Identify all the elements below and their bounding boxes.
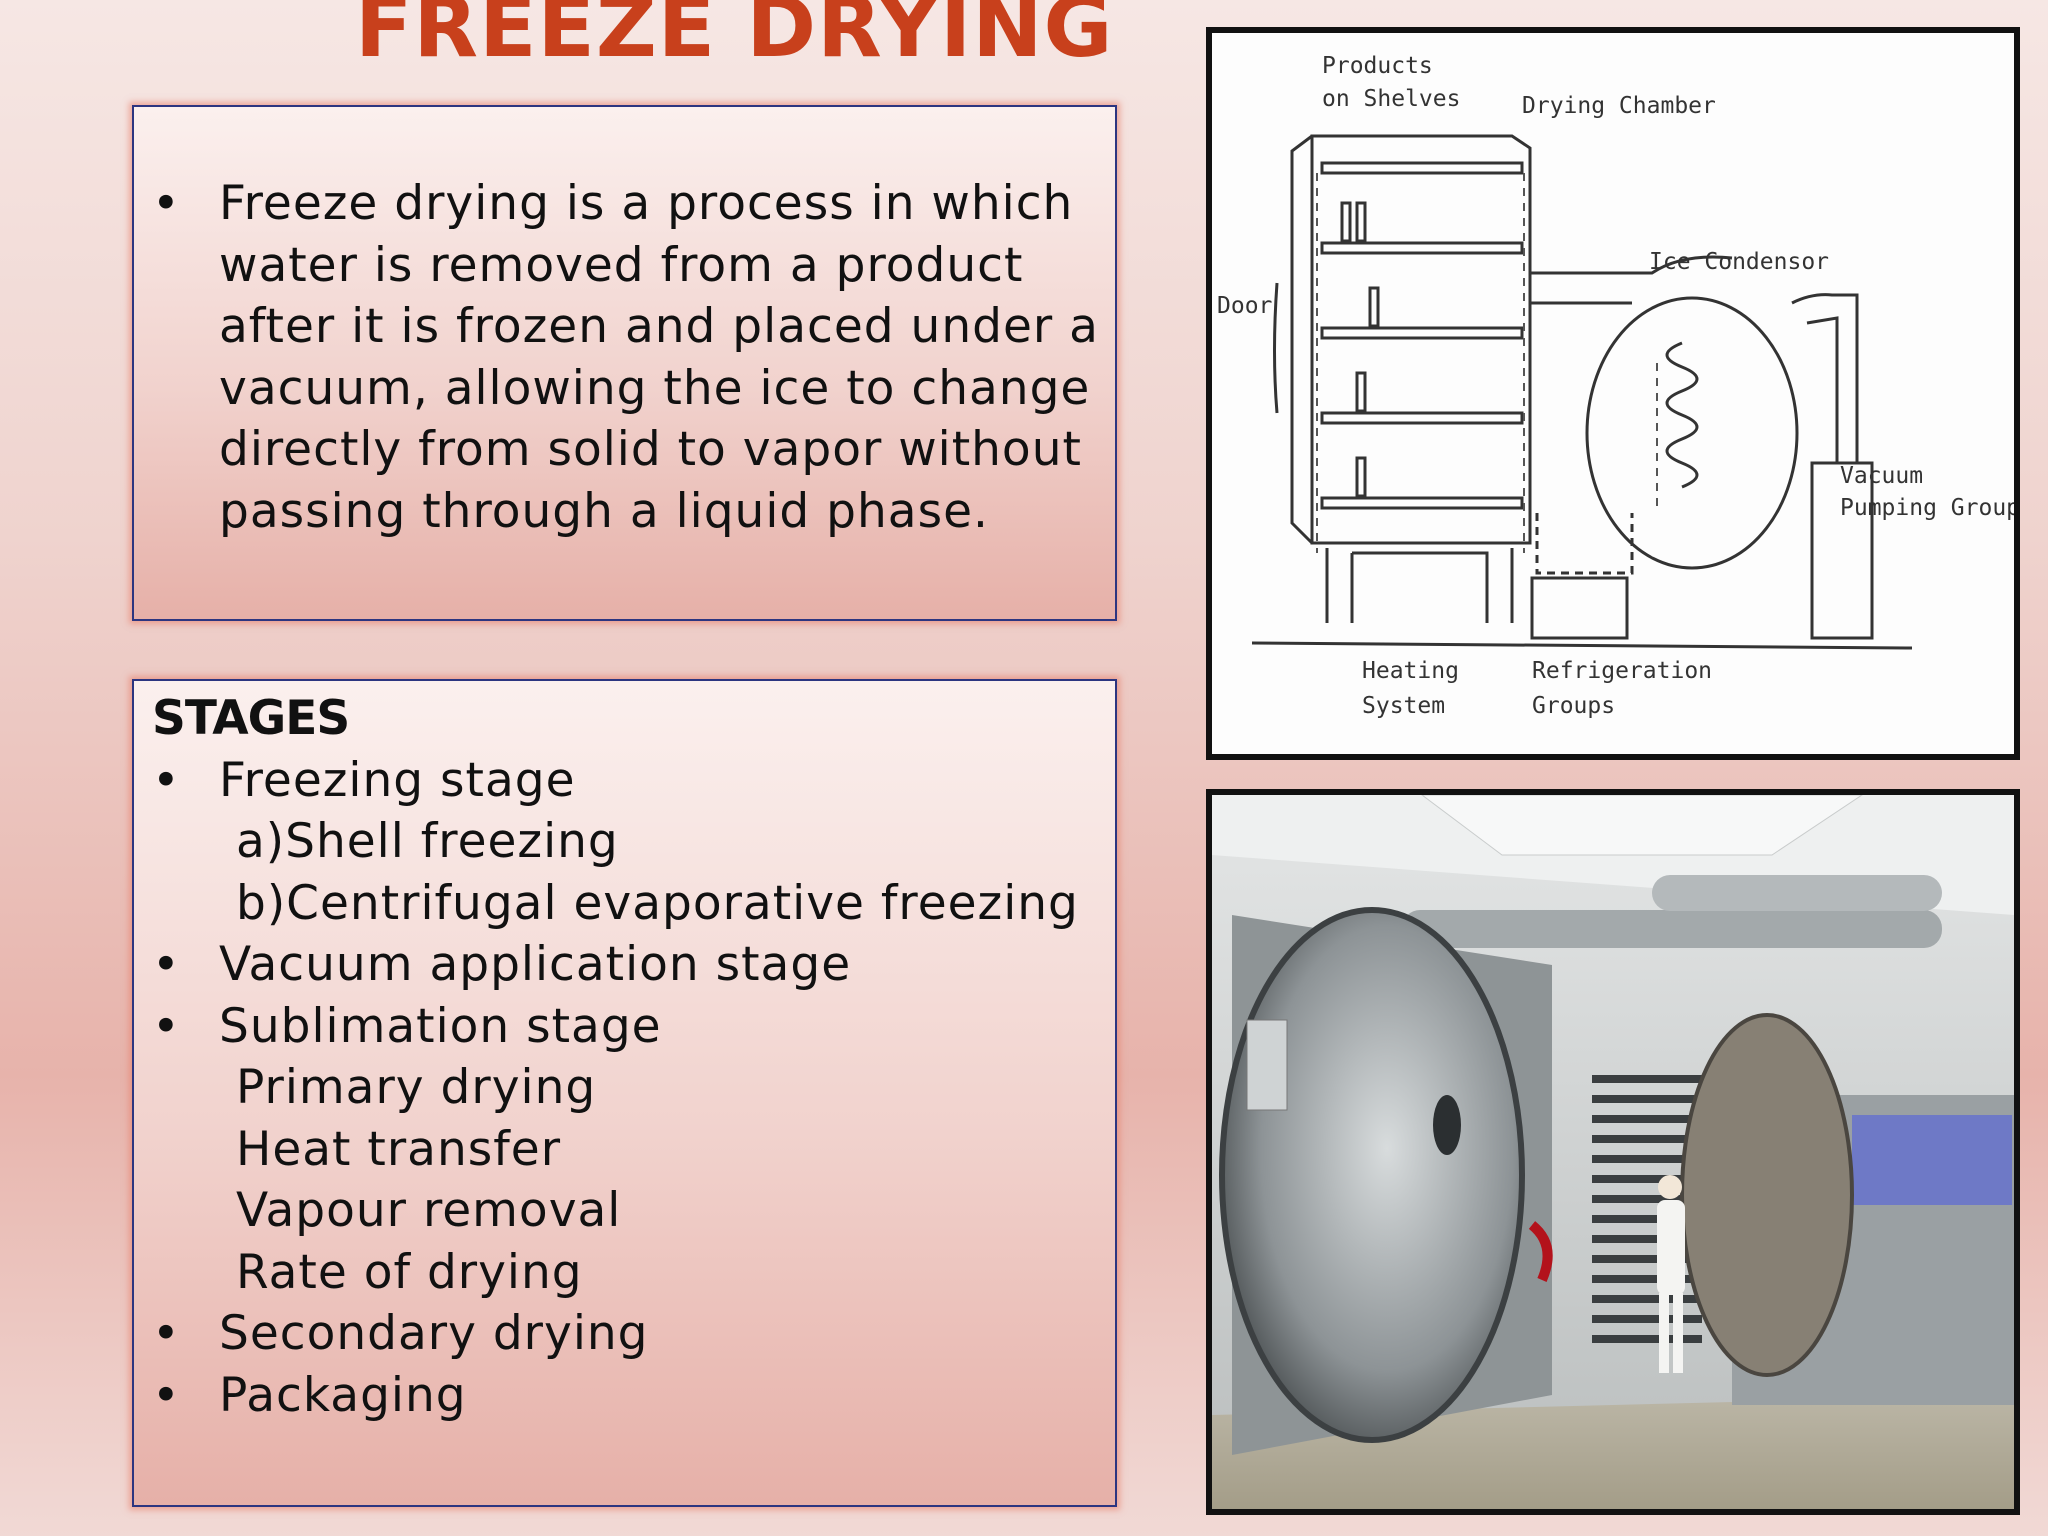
stages-list-end: Secondary drying Packaging — [152, 1303, 1112, 1426]
label-vacuum: Vacuum — [1840, 463, 1923, 489]
stages-heading: STAGES — [152, 691, 350, 746]
label-products-2: on Shelves — [1322, 86, 1460, 112]
sublimation-substages: Primary drying Heat transfer Vapour remo… — [152, 1057, 1112, 1303]
substage-item: Heat transfer — [236, 1121, 562, 1177]
freeze-dryer-photo — [1206, 789, 2020, 1515]
substage-item: Primary drying — [236, 1060, 597, 1115]
label-groups: Groups — [1532, 693, 1615, 719]
stage-item-secondary-drying: Secondary drying — [152, 1303, 1112, 1365]
label-door: Door — [1217, 293, 1272, 319]
label-ice-condensor: Ice Condensor — [1649, 249, 1829, 275]
stage-item-sublimation: Sublimation stage — [152, 996, 1112, 1058]
slide-title: FREEZE DRYING — [355, 0, 1114, 76]
definition-box: Freeze drying is a process in which wate… — [132, 105, 1117, 621]
stage-item-freezing: Freezing stage — [152, 750, 1112, 812]
stages-list: Freezing stage — [152, 750, 1112, 812]
stages-list-cont: Vacuum application stage Sublimation sta… — [152, 934, 1112, 1057]
substage-item: Rate of drying — [236, 1244, 583, 1300]
label-system: System — [1362, 693, 1445, 719]
definition-bullet: Freeze drying is a process in which wate… — [134, 173, 1104, 542]
industrial-freeze-dryer-photo-icon — [1212, 795, 2014, 1509]
label-pumping-group: Pumping Group — [1840, 495, 2014, 521]
freezing-substages: a)Shell freezing b)Centrifugal evaporati… — [152, 811, 1112, 934]
stage-item-vacuum: Vacuum application stage — [152, 934, 1112, 996]
label-heating: Heating — [1362, 658, 1459, 684]
label-drying-chamber: Drying Chamber — [1522, 93, 1716, 119]
freeze-dryer-diagram: Products on Shelves Drying Chamber Ice C… — [1206, 27, 2020, 760]
substage-item: a)Shell freezing — [236, 814, 619, 869]
label-refrigeration: Refrigeration — [1532, 658, 1712, 684]
diagram-svg: Products on Shelves Drying Chamber Ice C… — [1212, 33, 2014, 754]
stage-item-packaging: Packaging — [152, 1365, 1112, 1427]
label-products: Products — [1322, 53, 1433, 79]
stages-box: STAGES Freezing stage a)Shell freezing b… — [132, 679, 1117, 1507]
definition-list: Freeze drying is a process in which wate… — [134, 173, 1104, 542]
substage-item: b)Centrifugal evaporative freezing — [236, 875, 1079, 931]
substage-item: Vapour removal — [236, 1183, 622, 1238]
